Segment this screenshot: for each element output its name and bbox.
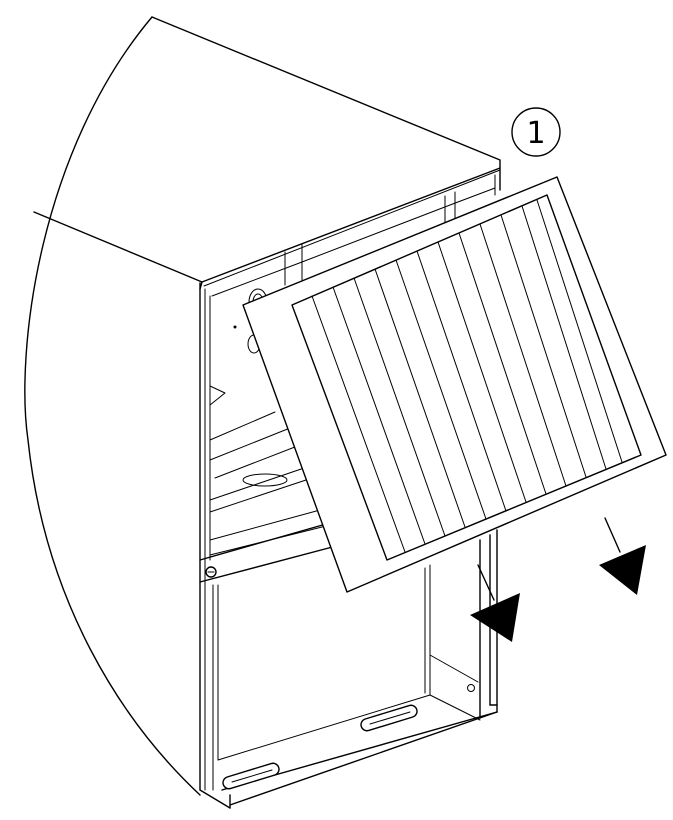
detail-view-arc xyxy=(24,16,201,796)
step-number: 1 xyxy=(526,116,545,151)
cabinet-lower-compartment xyxy=(212,564,481,791)
cabinet-right-frame xyxy=(211,167,501,297)
step-marker: 1 xyxy=(511,107,561,157)
cabinet-divider-bar xyxy=(199,519,341,583)
cabinet-base xyxy=(199,704,498,809)
cabinet-left-edge xyxy=(199,282,211,791)
down-arrow-icon xyxy=(599,517,646,595)
filter-pleats xyxy=(311,199,623,553)
filter-panel xyxy=(242,176,667,593)
down-arrow-icon xyxy=(470,564,520,642)
